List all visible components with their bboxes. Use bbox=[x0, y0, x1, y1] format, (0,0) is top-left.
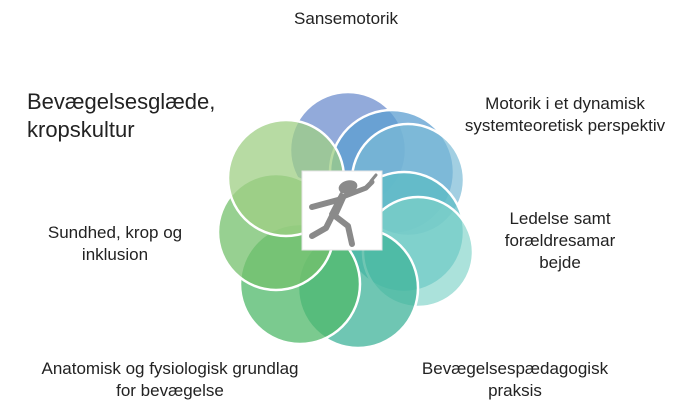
label-ledelse: Ledelse samt forældresamar bejde bbox=[504, 209, 616, 272]
label-glaede: Bevægelsesglæde, kropskultur bbox=[27, 89, 216, 142]
label-anatomi: Anatomisk og fysiologisk grundlag for be… bbox=[41, 359, 299, 400]
dancing-figure-icon bbox=[309, 173, 378, 247]
label-sansemotorik: Sansemotorik bbox=[294, 9, 398, 28]
center-card bbox=[301, 170, 383, 251]
label-sundhed: Sundhed, krop og inklusion bbox=[47, 223, 183, 264]
label-paedagogik: Bevægelsespædagogisk praksis bbox=[421, 359, 609, 400]
label-motorik: Motorik i et dynamisk systemteoretisk pe… bbox=[464, 94, 666, 135]
